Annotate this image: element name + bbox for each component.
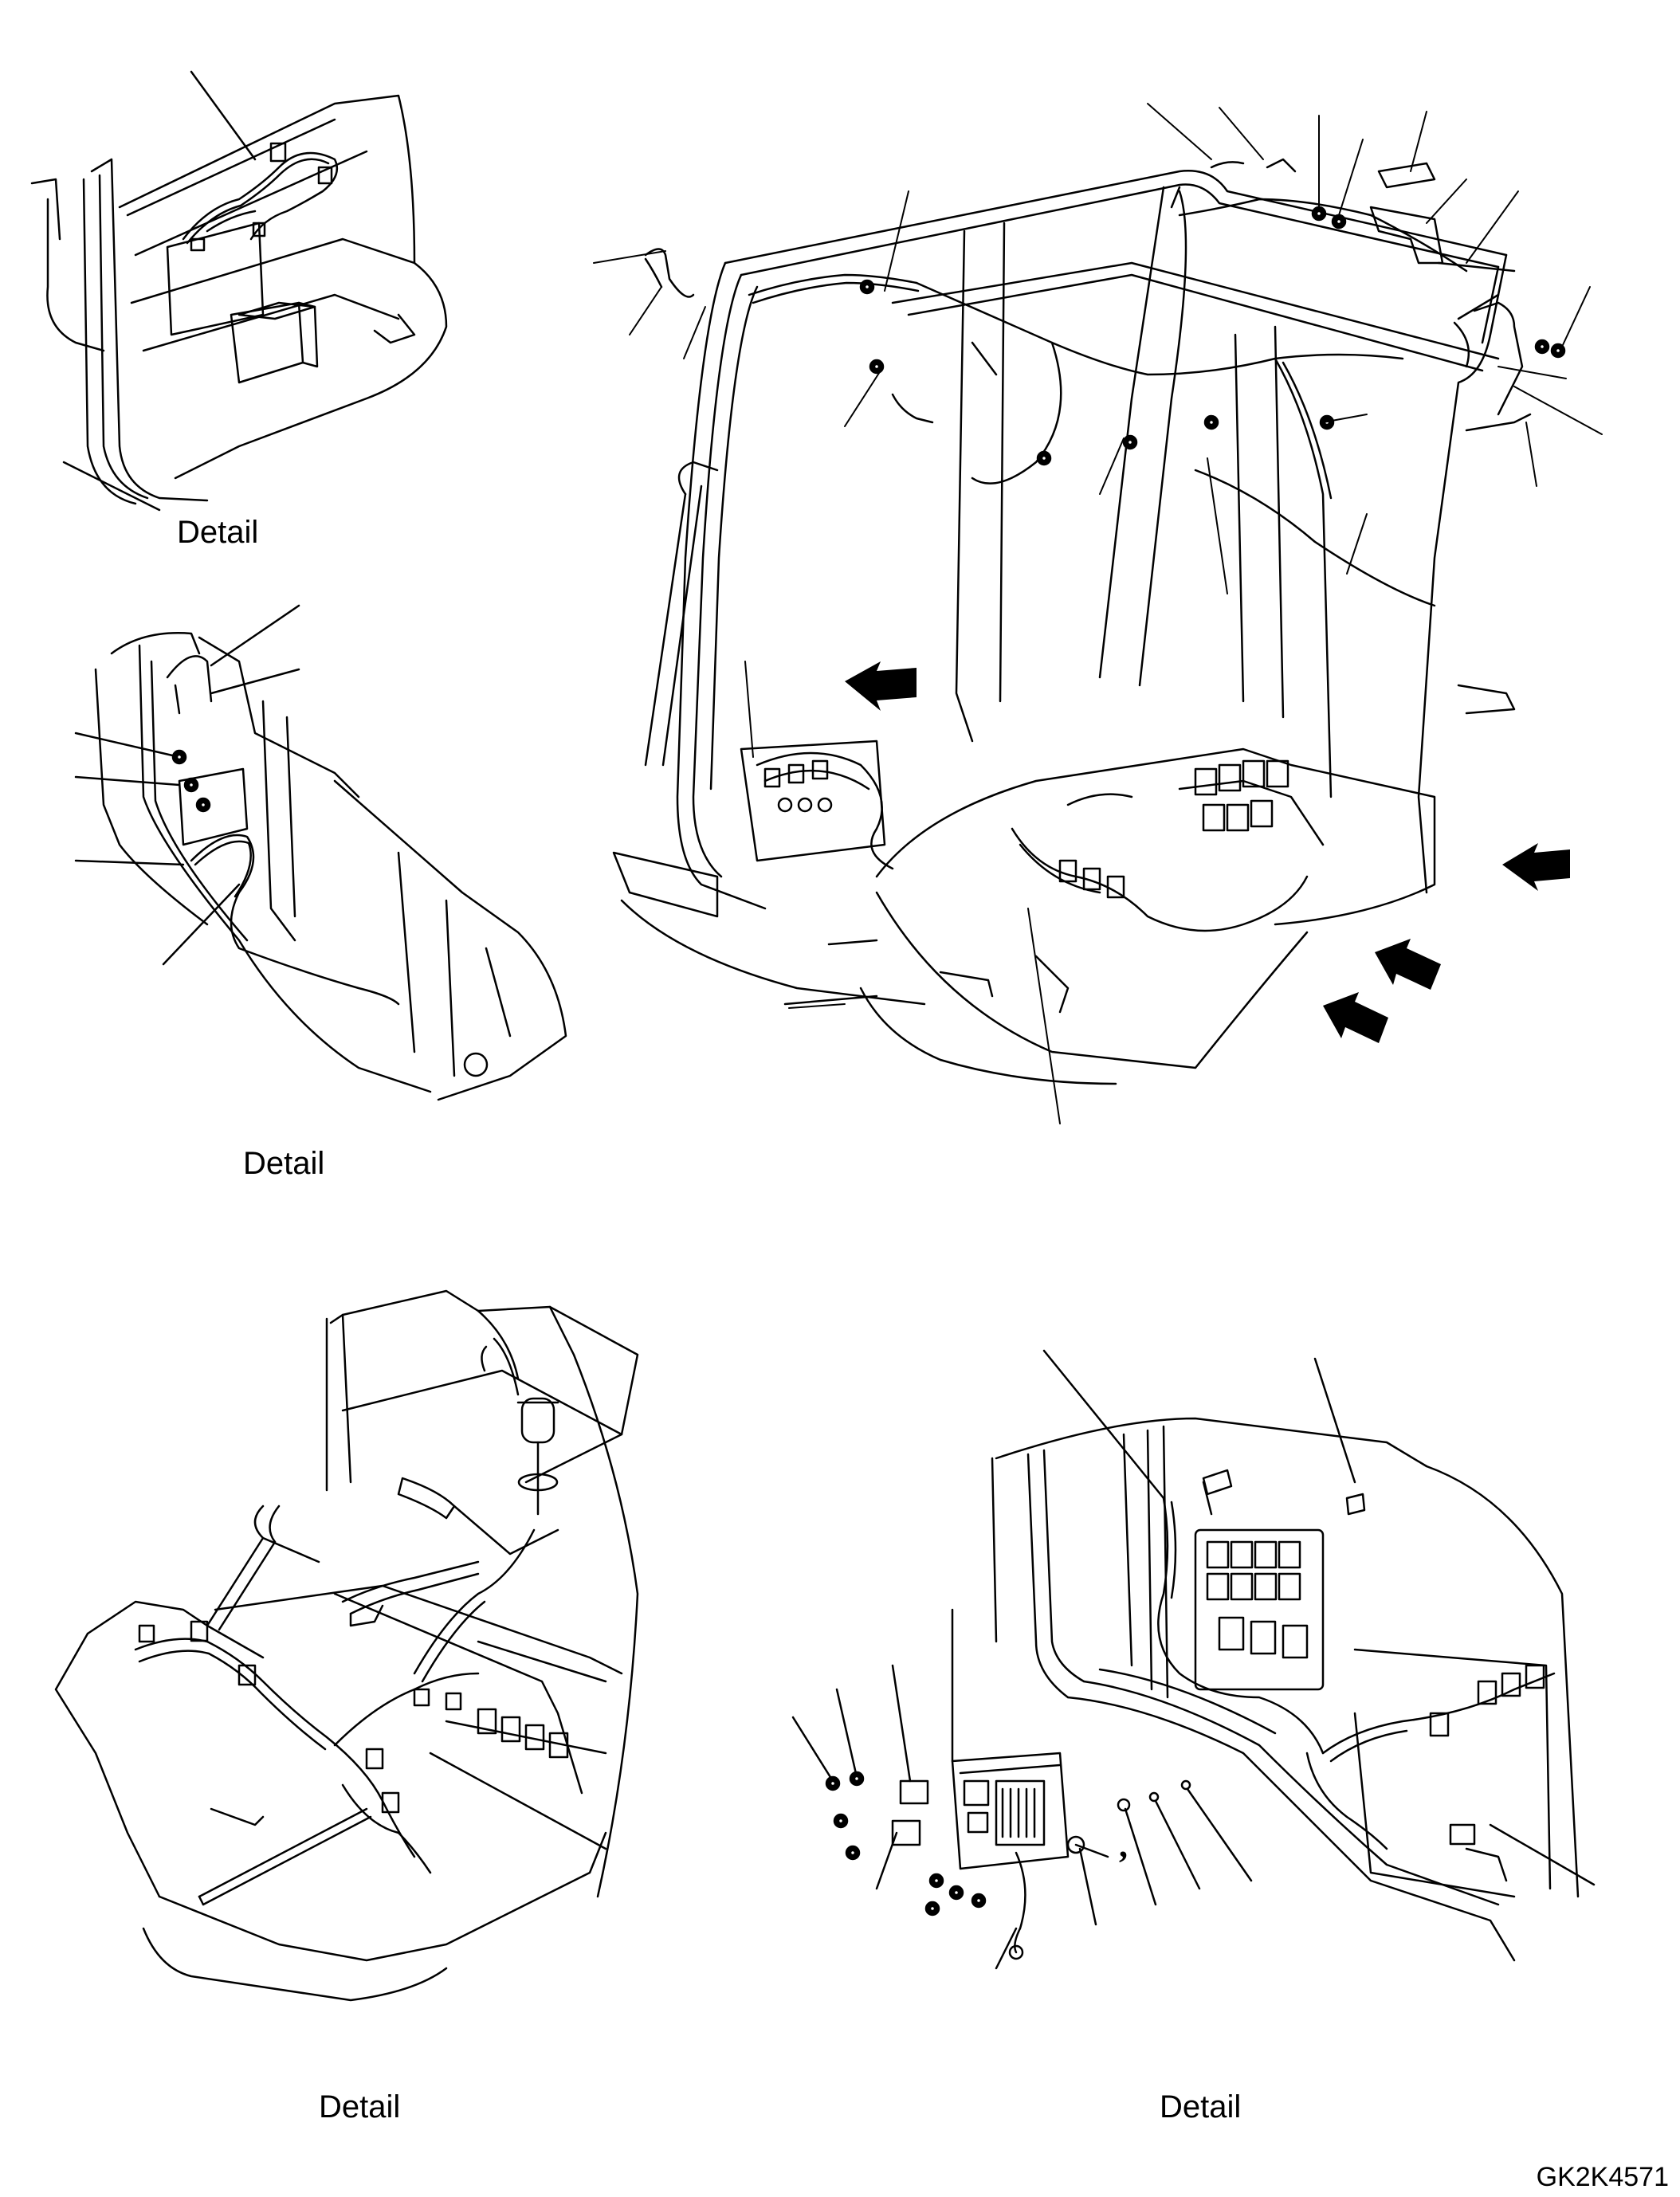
arrow-icon	[845, 661, 917, 711]
leader-lines-main	[593, 103, 1603, 1124]
detail-view-bottom-right	[791, 1349, 1596, 1970]
detail-caption-top-left: Detail	[177, 515, 259, 550]
detail-view-middle-left	[74, 604, 567, 1101]
detail-caption-bottom-right: Detail	[1160, 2089, 1242, 2124]
arrow-icon	[1502, 843, 1570, 891]
main-cab-assembly	[612, 158, 1532, 1085]
fasteners-main	[859, 206, 1566, 466]
arrow-icon	[1375, 939, 1441, 990]
detail-caption-bottom-left: Detail	[319, 2089, 401, 2124]
detail-view-bottom-left	[54, 1289, 639, 2002]
drawing-number: GK2K4571	[1536, 2162, 1669, 2192]
fasteners-bottom-right	[825, 1771, 987, 1916]
stray-mark: ,	[1119, 1826, 1128, 1865]
detail-caption-middle-left: Detail	[243, 1146, 325, 1181]
arrow-icons	[845, 661, 1570, 1043]
detail-view-top-left	[30, 70, 448, 512]
arrow-icon	[1323, 992, 1388, 1043]
